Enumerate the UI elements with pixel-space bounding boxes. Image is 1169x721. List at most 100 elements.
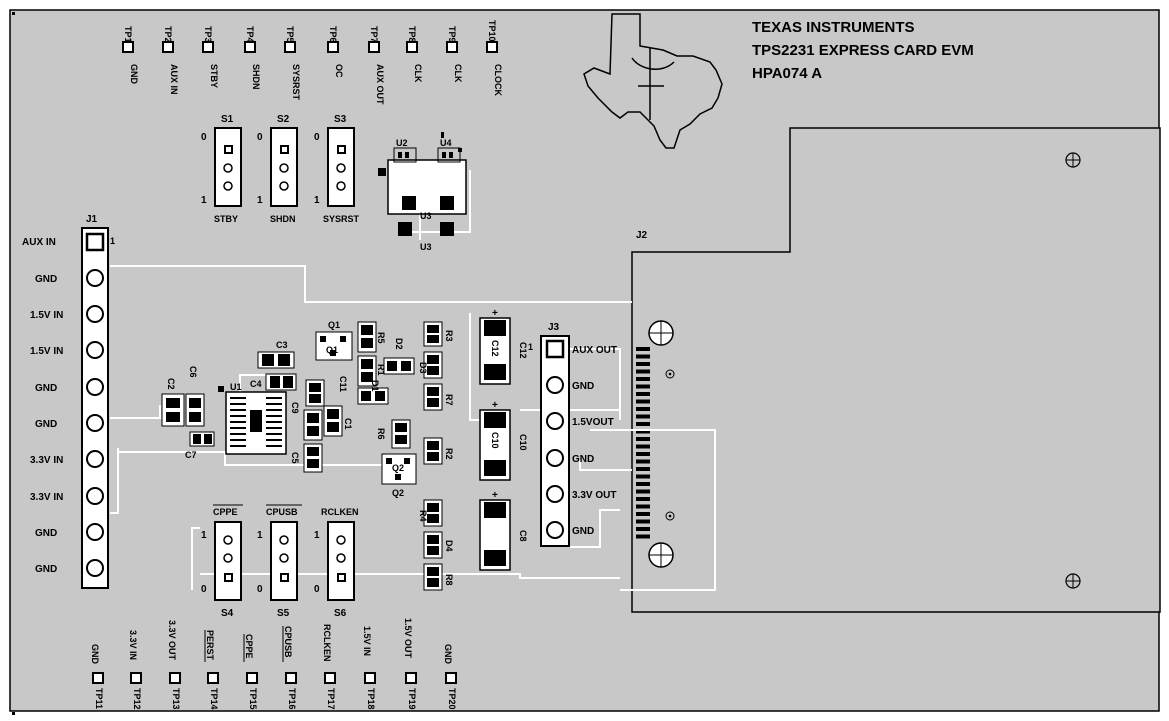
pad	[204, 434, 212, 444]
tp-label: SYSRST	[291, 64, 301, 101]
j3-pin-label: GND	[572, 381, 594, 392]
test-point-tp20: GND TP20	[443, 644, 457, 710]
q2-ref-2: Q2	[392, 488, 404, 498]
c2-ref: C2	[166, 378, 176, 390]
pad	[166, 412, 180, 422]
c4-ref: C4	[250, 379, 262, 389]
switch-s6[interactable]: RCLKEN 1 0 S6	[314, 507, 359, 619]
j1-pin-label: 1.5V IN	[30, 310, 63, 321]
tp-label: STBY	[209, 64, 219, 88]
u4-outline	[437, 147, 461, 163]
tp-label: CLK	[453, 64, 463, 83]
j1-ref: J1	[86, 214, 98, 225]
test-point-tp6: TP6 OC	[327, 26, 344, 78]
tp-label: 3.3V OUT	[167, 620, 177, 661]
switch-pin	[223, 535, 233, 545]
pad	[427, 335, 439, 343]
switch-pin	[279, 535, 289, 545]
test-point-tp19: 1.5V OUT TP19	[403, 618, 417, 710]
j2-finger	[636, 354, 650, 359]
tp-label: GND	[90, 644, 100, 665]
j1-pin	[86, 523, 104, 541]
tp-id: TP1	[123, 26, 133, 43]
j2-finger	[636, 519, 650, 524]
q1-ref: Q1	[328, 320, 340, 330]
j1-pin	[86, 341, 104, 359]
u2-ref: U2	[396, 138, 408, 148]
j2-connector-outline	[631, 127, 1161, 613]
tp-pad	[92, 672, 104, 684]
switch-pin	[279, 181, 289, 191]
pad	[442, 152, 446, 158]
j2-finger	[636, 437, 650, 441]
j1-pin-label: GND	[35, 564, 57, 575]
j1-header: J1 J1 1 AUX IN GND 1.5V IN 1.5V IN GND G…	[22, 214, 115, 589]
pad	[361, 391, 371, 401]
pad	[361, 359, 373, 369]
switch-s2[interactable]: S2 0 1 SHDN	[257, 114, 298, 224]
tp-pad	[406, 41, 418, 53]
tp-label: GND	[443, 644, 453, 665]
corner-mark-tl	[12, 12, 15, 15]
switch-pos-1: 1	[314, 195, 320, 206]
switch-pin	[336, 535, 346, 545]
pad	[189, 412, 201, 422]
c7-ref: C7	[185, 450, 197, 460]
switch-s3[interactable]: S3 0 1 SYSRST	[314, 114, 360, 224]
switch-s1[interactable]: S1 0 1 STBY	[201, 114, 242, 224]
switch-pin	[280, 573, 289, 582]
pad	[278, 354, 290, 366]
tp-id: TP3	[203, 26, 213, 43]
u3-ref: U3	[420, 211, 432, 221]
test-point-tp11: GND TP11	[90, 644, 104, 709]
tp-id: TP11	[94, 688, 104, 709]
j1-pin	[86, 559, 104, 577]
j3-pin-label: AUX OUT	[572, 345, 617, 356]
j2-latch-hole-top	[648, 320, 674, 346]
pad	[361, 372, 373, 382]
tp-pad	[327, 41, 339, 53]
tp-pad	[284, 41, 296, 53]
j2-finger	[636, 377, 650, 381]
r5-ref: R5	[376, 332, 386, 344]
pad	[309, 394, 321, 403]
switch-pin	[223, 181, 233, 191]
j1-pin	[86, 487, 104, 505]
j2-contact-fingers	[636, 347, 650, 539]
tp-id: TP7	[369, 26, 379, 43]
switch-s4[interactable]: CPPE 1 0 S4	[201, 504, 243, 619]
pad	[283, 376, 293, 388]
pad	[307, 447, 319, 456]
j1-pin	[86, 269, 104, 287]
r4-ref: R4	[418, 510, 428, 522]
c12-ref-2: C12	[518, 342, 528, 359]
switch-s5[interactable]: CPUSB 1 0 S5	[257, 504, 302, 619]
j2-ref: J2	[636, 230, 648, 241]
title-line-3: HPA074 A	[752, 65, 822, 82]
c8-ref: C8	[518, 530, 528, 542]
j2-finger	[636, 362, 650, 366]
pad	[484, 460, 506, 476]
pad	[361, 338, 373, 348]
pad	[458, 148, 462, 152]
j2-finger	[636, 534, 650, 539]
u3-ref-2: U3	[420, 242, 432, 252]
u1-ref: U1	[230, 382, 242, 392]
switch-pin	[337, 573, 346, 582]
j2-finger	[636, 459, 650, 464]
tp-id: TP12	[132, 688, 142, 710]
switch-pos-1: 1	[257, 195, 263, 206]
switch-pos-0: 0	[201, 132, 207, 143]
pad	[404, 458, 410, 464]
switch-body	[327, 521, 355, 601]
test-point-tp17: RCLKEN TP17	[322, 624, 336, 710]
r2-ref: R2	[444, 448, 454, 460]
d3-ref: D3	[418, 362, 428, 374]
pad	[395, 435, 407, 444]
test-point-tp3: TP3 STBY	[202, 26, 219, 88]
tp-id: TP15	[248, 688, 258, 710]
switch-pin	[224, 573, 233, 582]
tp-id: TP4	[245, 26, 255, 43]
u1-pins-right	[266, 397, 282, 447]
